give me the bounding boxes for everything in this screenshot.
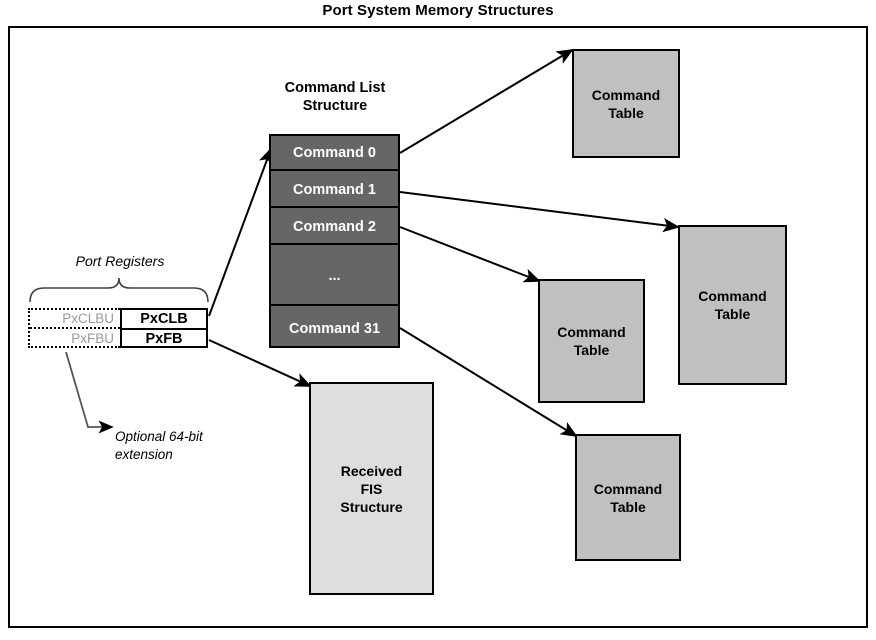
port-registers-lower-half: PxCLB PxFB xyxy=(120,308,208,348)
register-pxclb[interactable]: PxCLB xyxy=(122,310,206,330)
command-list-title: Command List Structure xyxy=(255,79,415,115)
received-fis-line1: Received xyxy=(340,462,403,479)
command-table-4: Command Table xyxy=(575,434,681,561)
page-title: Port System Memory Structures xyxy=(322,2,554,19)
received-fis-line3: Structure xyxy=(340,498,403,515)
command-list-row-2[interactable]: Command 2 xyxy=(271,210,398,245)
port-registers-group: PxCLBU PxFBU PxCLB PxFB xyxy=(28,308,208,348)
command-list-title-line2: Structure xyxy=(302,98,368,114)
command-list-row-0[interactable]: Command 0 xyxy=(271,136,398,171)
command-table-3-line2: Table xyxy=(573,342,610,358)
optional-64bit-extension-line1: Optional 64-bit xyxy=(115,429,203,444)
register-pxfb[interactable]: PxFB xyxy=(145,331,183,347)
command-table-4-line1: Command xyxy=(593,480,663,497)
port-registers-upper-half: PxCLBU PxFBU xyxy=(28,308,120,348)
command-table-2-line2: Table xyxy=(714,306,751,322)
command-table-3-line1: Command xyxy=(557,324,626,340)
command-list-row-ellipsis: ... xyxy=(271,247,398,306)
command-table-3: Command Table xyxy=(538,279,645,403)
port-registers-label: Port Registers xyxy=(75,253,165,269)
command-list-structure: Command 0 Command 1 Command 2 ... Comman… xyxy=(269,134,400,348)
register-pxclbu[interactable]: PxCLBU xyxy=(30,310,120,329)
command-list-title-line1: Command List xyxy=(284,80,386,96)
received-fis-structure: Received FIS Structure xyxy=(309,382,434,595)
command-table-1-line1: Command xyxy=(591,86,661,103)
command-table-4-line2: Table xyxy=(610,498,646,515)
register-pxfbu[interactable]: PxFBU xyxy=(71,331,114,346)
optional-64bit-extension-note: Optional 64-bit extension xyxy=(115,428,255,464)
command-list-row-1[interactable]: Command 1 xyxy=(271,173,398,208)
command-table-2: Command Table xyxy=(678,225,787,385)
command-table-2-line1: Command xyxy=(698,288,767,304)
command-list-row-31[interactable]: Command 31 xyxy=(288,321,381,337)
optional-64bit-extension-line2: extension xyxy=(115,447,173,462)
command-table-1-line2: Table xyxy=(608,104,644,121)
received-fis-line2: FIS xyxy=(360,480,383,497)
command-table-1: Command Table xyxy=(572,49,680,158)
